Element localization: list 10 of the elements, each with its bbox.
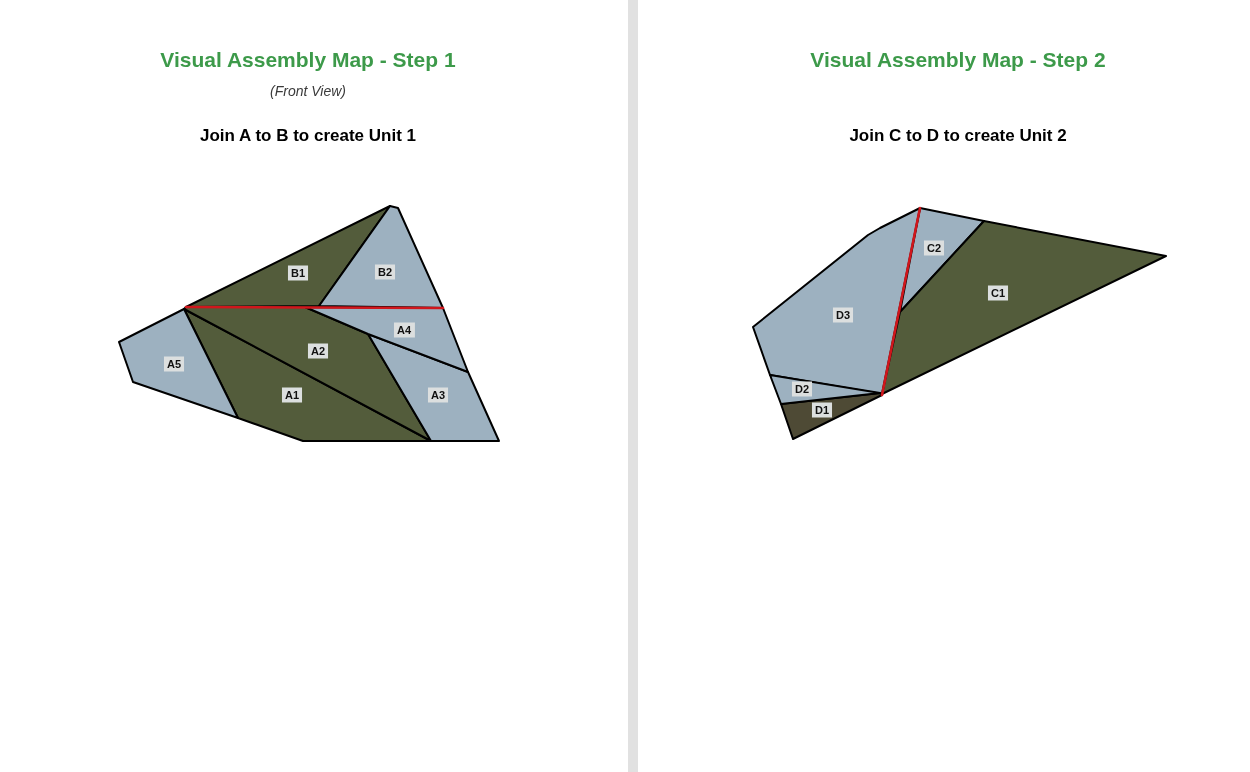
assembly-piece — [881, 220, 1167, 395]
instruction-text: Join C to D to create Unit 2 — [849, 126, 1067, 146]
assembly-piece — [367, 333, 500, 442]
assembly-piece — [769, 374, 881, 405]
panel-title: Visual Assembly Map - Step 1 — [160, 47, 456, 73]
instruction-text: Join A to B to create Unit 1 — [200, 126, 416, 146]
panel-title: Visual Assembly Map - Step 2 — [810, 47, 1106, 73]
assembly-piece — [118, 308, 239, 419]
view-caption: (Front View) — [270, 82, 346, 100]
assembly-piece — [318, 205, 444, 309]
